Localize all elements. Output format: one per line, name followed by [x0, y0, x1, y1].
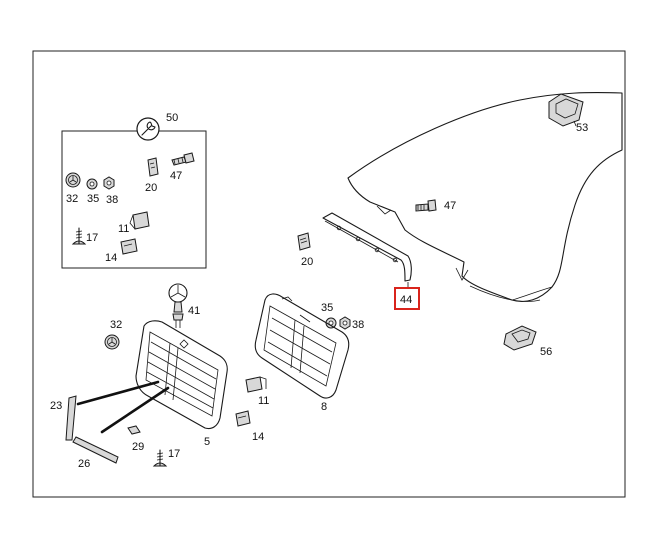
screw-17 [152, 449, 168, 467]
callout-20a: 20 [145, 182, 157, 194]
callout-26: 26 [78, 458, 90, 470]
trim-strip-23 [65, 395, 77, 441]
washer-35-kit [86, 178, 98, 190]
callout-44-highlight [394, 287, 420, 310]
callout-35a: 35 [87, 193, 99, 205]
clip-20 [297, 232, 311, 251]
emblem-32 [104, 334, 120, 350]
callout-35b: 35 [321, 302, 333, 314]
grille-frame-8 [254, 293, 350, 399]
hood [347, 91, 623, 303]
emblem-32-kit [65, 172, 81, 188]
callout-47a: 47 [170, 170, 182, 182]
trim-strip-26 [72, 436, 119, 464]
nut-38 [339, 316, 351, 330]
callout-11a: 11 [118, 223, 129, 235]
clip-14-kit [120, 238, 138, 255]
clip-29 [127, 425, 141, 435]
callout-38b: 38 [352, 319, 364, 331]
latch-56 [503, 325, 537, 351]
callout-14b: 14 [252, 431, 264, 443]
wrench-icon [136, 117, 160, 141]
callout-44: 44 [400, 294, 412, 306]
callout-38a: 38 [106, 194, 118, 206]
kit-box [61, 130, 207, 269]
callout-8: 8 [321, 401, 327, 413]
callout-50: 50 [166, 112, 178, 124]
callout-5: 5 [204, 436, 210, 448]
callout-17a: 17 [86, 232, 98, 244]
callout-32b: 32 [110, 319, 122, 331]
seal-strip-44 [322, 212, 412, 282]
callout-20b: 20 [301, 256, 313, 268]
screw-47-kit [171, 152, 195, 166]
callout-56: 56 [540, 346, 552, 358]
radiator-grille-5 [135, 320, 228, 430]
callout-14a: 14 [105, 252, 117, 264]
clip-11 [245, 376, 267, 393]
callout-29: 29 [132, 441, 144, 453]
callout-47b: 47 [444, 200, 456, 212]
callout-17b: 17 [168, 448, 180, 460]
callout-11b: 11 [258, 395, 269, 407]
bracket-53 [548, 93, 584, 127]
callout-53: 53 [576, 122, 588, 134]
callout-32a: 32 [66, 193, 78, 205]
callout-23: 23 [50, 400, 62, 412]
nut-38-kit [103, 176, 115, 190]
clip-20-kit [147, 157, 159, 177]
hood-star-41 [168, 283, 188, 328]
screw-47-hood [415, 199, 437, 212]
callout-41: 41 [188, 305, 200, 317]
diagram-frame [32, 50, 626, 498]
screw-17-kit [71, 227, 87, 245]
clip-14 [235, 410, 251, 427]
clip-11-kit [129, 211, 150, 230]
